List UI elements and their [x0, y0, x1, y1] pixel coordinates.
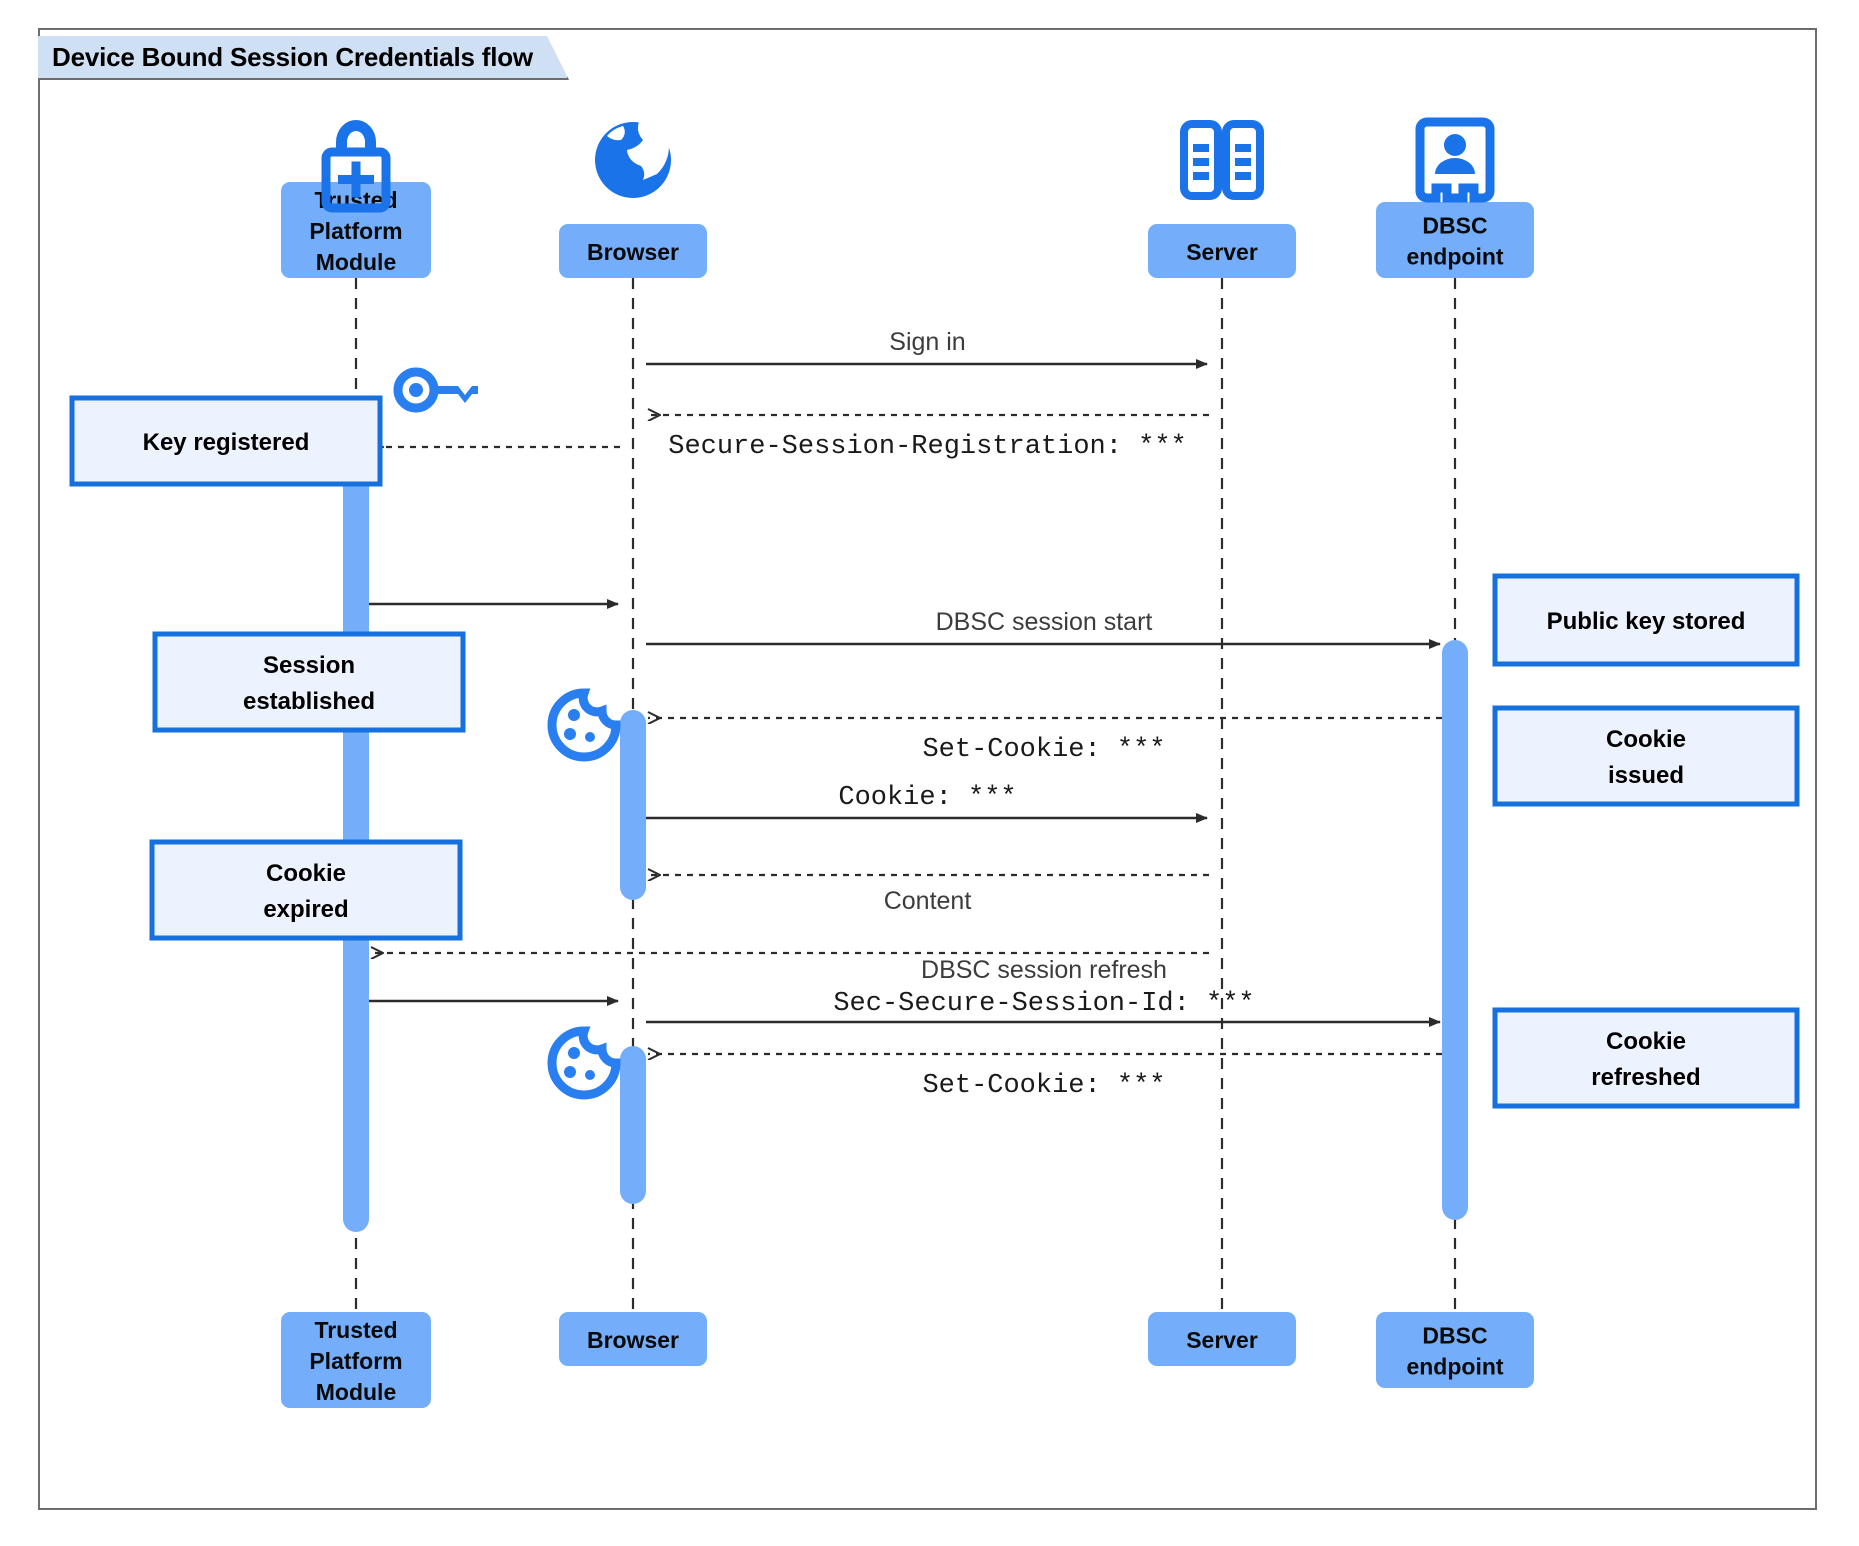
note-n6: Cookie refreshed: [1492, 1007, 1800, 1109]
message-label-m1: Sign in: [889, 328, 965, 356]
activation-bars-group: [343, 400, 1468, 1232]
diagram-title: Device Bound Session Credentials flow: [52, 41, 533, 72]
note-text: expired: [263, 896, 348, 923]
messages-group: Sign in Secure-Session-Registration: *** D…: [369, 328, 1442, 1101]
note-text: established: [243, 688, 375, 715]
note-text: Public key stored: [1547, 608, 1746, 635]
activation-bar-browser: [620, 1046, 646, 1204]
participant-icons-group: [321, 114, 1495, 213]
participant-label: Platform: [309, 218, 402, 244]
message-label-m6: Set-Cookie: ***: [922, 735, 1165, 765]
cookie-icon: [547, 1026, 621, 1100]
activation-bar-tpm: [343, 400, 369, 1232]
participant-label: Server: [1186, 239, 1258, 265]
note-n3: Cookie expired: [149, 839, 463, 941]
note-text: Cookie: [266, 860, 346, 887]
activation-bar-dbsc: [1442, 640, 1468, 1220]
participant-label: Trusted: [314, 1317, 397, 1343]
message-label-m2: Secure-Session-Registration: ***: [668, 432, 1186, 462]
participant-label: Module: [316, 249, 397, 275]
globe-icon: [595, 114, 671, 198]
note-text: Key registered: [143, 429, 310, 456]
id-badge-icon: [1415, 117, 1495, 203]
participant-label: Server: [1186, 1327, 1258, 1353]
participant-box-dbsc-footer[interactable]: DBSC endpoint: [1376, 1312, 1534, 1388]
participant-box-server-footer[interactable]: Server: [1148, 1312, 1296, 1366]
message-label-m5: DBSC session start: [936, 608, 1153, 636]
participant-box-browser-header[interactable]: Browser: [559, 224, 707, 278]
message-label-m8: Content: [884, 887, 972, 915]
participant-box-server-header[interactable]: Server: [1148, 224, 1296, 278]
activation-bar-browser: [620, 710, 646, 900]
participant-label: DBSC: [1422, 1323, 1487, 1349]
participant-box-browser-footer[interactable]: Browser: [559, 1312, 707, 1366]
cookie-icon: [547, 688, 621, 762]
note-n5: Cookie issued: [1492, 705, 1800, 807]
participant-label: endpoint: [1406, 1354, 1503, 1380]
note-text: Cookie: [1606, 726, 1686, 753]
participant-box-dbsc-header[interactable]: DBSC endpoint: [1376, 202, 1534, 278]
note-text: Cookie: [1606, 1028, 1686, 1055]
note-text: refreshed: [1591, 1064, 1700, 1091]
note-n1: Key registered: [69, 395, 383, 487]
participant-label: Browser: [587, 239, 679, 265]
note-n4: Public key stored: [1492, 573, 1800, 667]
participant-label: DBSC: [1422, 213, 1487, 239]
server-rack-icon: [1180, 120, 1264, 200]
lock-plus-icon: [321, 120, 391, 213]
participant-label: endpoint: [1406, 244, 1503, 270]
message-label-m12: Set-Cookie: ***: [922, 1071, 1165, 1101]
diagram-frame-tab: Device Bound Session Credentials flow: [38, 36, 569, 80]
message-label-m7: Cookie: ***: [838, 783, 1016, 813]
participant-boxes-group: TrustedPlatformModuleTrustedPlatformModu…: [281, 182, 1534, 1408]
note-text: issued: [1608, 762, 1684, 789]
message-label-m11-mono: Sec-Secure-Session-Id: ***: [833, 989, 1254, 1019]
key-icon: [393, 367, 478, 413]
participant-label: Platform: [309, 1348, 402, 1374]
participant-label: Module: [316, 1379, 397, 1405]
message-label-m11-sans: DBSC session refresh: [921, 956, 1167, 984]
decoration-icons-group: [393, 367, 621, 1100]
note-n2: Session established: [152, 631, 466, 733]
note-text: Session: [263, 652, 355, 679]
participant-label: Browser: [587, 1327, 679, 1353]
